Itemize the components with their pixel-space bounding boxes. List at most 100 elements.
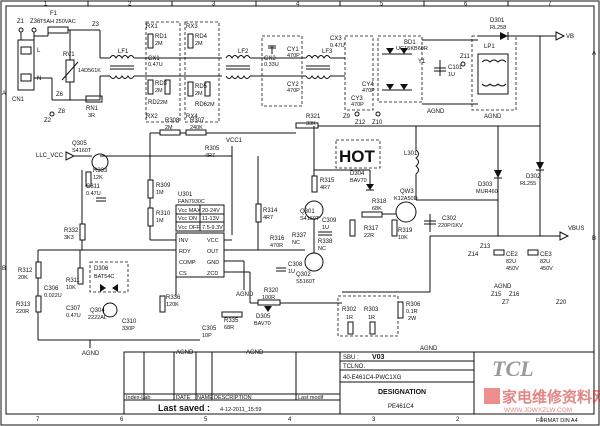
z9-ref: Z9	[343, 114, 351, 120]
vcc-on-value: 11-13V	[202, 216, 220, 222]
lf3-ref: LF3	[322, 49, 333, 55]
z10-ref: Z10	[372, 120, 383, 126]
row-label: A	[2, 91, 6, 97]
r314-c308: R314 4R7 C308 1U AGND	[236, 156, 303, 298]
d303-value: MUR460	[476, 189, 498, 195]
bleeder-block-2: RX3 RD4 2M RD5 2M RD6 2M RX4	[180, 21, 222, 123]
pfc-mosfet-block: D304 BAV70 R318 68K R317 22R QW3 K12A50D…	[314, 169, 418, 241]
r314-value: 4R7	[263, 215, 273, 221]
vcc-off-label: Vcc OFF	[178, 225, 200, 231]
c308-value: 1U	[288, 269, 295, 275]
ce3-voltage: 450V	[540, 266, 553, 272]
rx2-ref: RX2	[146, 114, 158, 120]
agnd-lower-mid: AGND	[176, 350, 194, 356]
r309-value: 1M	[156, 190, 164, 196]
r308-ref: R308	[165, 118, 180, 124]
r302-value: 1R	[346, 315, 353, 321]
col-label: 4	[288, 417, 292, 423]
u301-ref: U301	[178, 192, 193, 198]
border-bottom-markers: 7 6 5 4 3 2 1	[36, 417, 544, 423]
c309-value: 1U	[322, 225, 329, 231]
hot-label: HOT	[339, 147, 376, 166]
rd6-ref: RD6	[195, 102, 208, 108]
col-label: 3	[372, 417, 376, 423]
c311-value: 0.47U	[86, 191, 101, 197]
ce2-value: 82U	[506, 259, 516, 265]
lower-mid-network: R336 120K R335 68R C305 10P R320 100R D3…	[159, 272, 342, 356]
cy4-ref: CY4	[362, 82, 374, 88]
r306-rating: 2W	[408, 316, 417, 322]
r332-ref: R332	[64, 228, 79, 234]
ce3-value: 82U	[540, 259, 550, 265]
c309-ref: C309	[322, 218, 337, 224]
rd1-ref: RD1	[155, 34, 168, 40]
c302-value: 220P/1KV	[438, 223, 463, 229]
hot-marker: HOT	[335, 139, 381, 169]
r336-value: 120K	[166, 302, 179, 308]
cn1-n-label: N	[37, 76, 41, 82]
lf2-common-mode-choke: LF2	[225, 49, 262, 79]
y1-ref: Y1	[418, 59, 426, 65]
col-index: Index-Lab	[126, 395, 150, 401]
r313-value: 220R	[16, 309, 29, 315]
z15-ref: Z15	[491, 292, 502, 298]
pin-rdy: RDY	[179, 249, 191, 255]
c306-ref: C306	[44, 286, 59, 292]
r314-ref: R314	[263, 208, 278, 214]
agnd-label: AGND	[427, 109, 445, 115]
c101-value: 1U	[448, 72, 455, 78]
cx2-cy-block: CX2 0.33U CY1 470P CY2 470P	[261, 35, 303, 107]
d306-ref: D306	[94, 266, 109, 272]
rd5-value: 2M	[195, 91, 203, 97]
col-label: 1	[44, 2, 48, 8]
qw3-ref: QW3	[400, 189, 414, 195]
current-sense-resistors: R302 1R R303 1R R306 0.1R 2W AGND Z20 Z7	[337, 236, 567, 352]
r313-ref: R313	[16, 302, 31, 308]
pin-inv: INV	[179, 238, 189, 244]
agnd-label-2: AGND	[484, 114, 502, 120]
format-label: FORMAT DIN A4	[536, 418, 578, 424]
d302-ref: D302	[526, 174, 541, 180]
rd4-ref: RD4	[195, 34, 208, 40]
r317-value: 22R	[364, 233, 374, 239]
c305-value: 10P	[202, 333, 212, 339]
cy4-value: 470P	[362, 88, 375, 94]
r303-ref: R303	[364, 307, 379, 313]
cy2-ref: CY2	[287, 82, 299, 88]
rd2-ref: RD2	[148, 100, 161, 106]
col-label: 7	[36, 417, 40, 423]
cx2-ref: CX2	[264, 56, 276, 62]
designation-value: PE461C4	[388, 404, 414, 410]
z13-ref: Z13	[480, 244, 491, 250]
q305-value: S4160T	[72, 148, 92, 154]
rv1-ref: RV1	[63, 52, 75, 58]
pin-gnd: GND	[207, 260, 219, 266]
vcc-on-label: Vcc ON	[178, 216, 197, 222]
cy3-value: 470P	[351, 102, 364, 108]
watermark-logo-icon	[484, 388, 500, 404]
u301-pfc-controller: U301 FAN7930C Vcc MAX 20-24V Vcc ON 11-1…	[175, 192, 270, 278]
r312-value: 20K	[18, 275, 28, 281]
d302-value: RL255	[520, 181, 536, 187]
rd3-value: 2M	[155, 88, 163, 94]
d303-ref: D303	[478, 182, 493, 188]
r306-ref: R306	[406, 302, 421, 308]
col-label: 6	[120, 417, 124, 423]
vcc-off-value: 7.5-9.3V	[202, 225, 223, 231]
r338-ref: R338	[318, 239, 333, 245]
d301-value: RL258	[490, 25, 506, 31]
r311-value: 10K	[66, 285, 76, 291]
rn1-value: 3R	[88, 113, 95, 119]
r335-value: 68R	[224, 325, 234, 331]
z8-ref: Z8	[58, 109, 66, 115]
ce3-ref: CE3	[540, 252, 552, 258]
r309-ref: R309	[156, 183, 171, 189]
cx1-value: 0.47U	[148, 62, 163, 68]
cn1-l-label: L	[37, 48, 41, 54]
r311-ref: R311	[66, 278, 81, 284]
col-label: 6	[464, 2, 468, 8]
z2-ref: Z2	[44, 118, 52, 124]
r319-value: 10K	[398, 235, 408, 241]
border-row-markers: A B A B	[2, 51, 596, 272]
c307-value: 0.47U	[66, 313, 81, 319]
